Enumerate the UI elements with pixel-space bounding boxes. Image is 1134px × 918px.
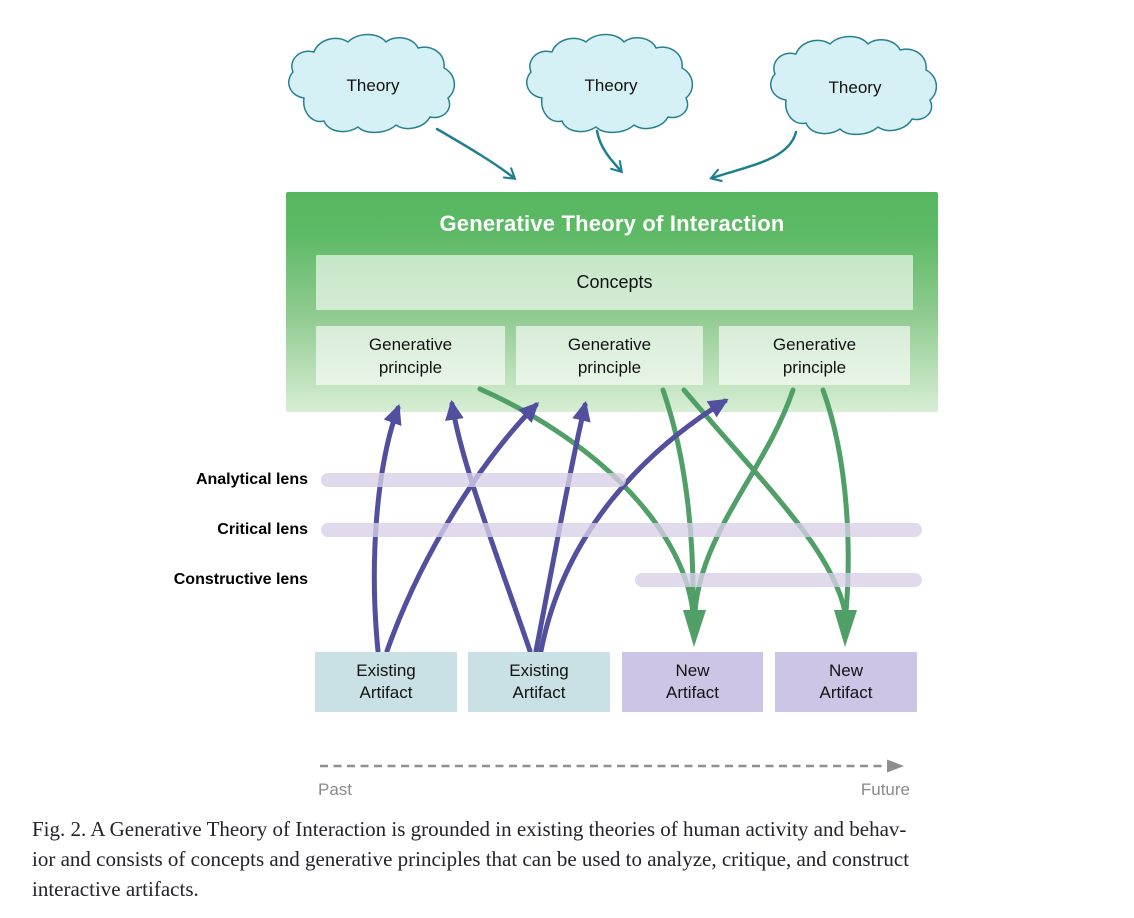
existing-artifact-1-line2: Artifact <box>359 683 413 702</box>
construct-arrowhead-na2 <box>834 610 857 647</box>
analytical-lens-bar <box>321 473 626 487</box>
construct-arrow-gp1-na1 <box>477 386 696 615</box>
theory-cloud-2-label: Theory <box>584 76 638 95</box>
critical-lens-label: Critical lens <box>217 521 308 538</box>
existing-artifact-2: Existing Artifact <box>468 652 610 712</box>
theory-cloud-1-label: Theory <box>346 76 400 95</box>
construct-arrow-gp2-na1 <box>660 387 696 615</box>
timeline-future-label: Future <box>860 780 910 799</box>
new-artifact-2-line1: New <box>828 661 863 680</box>
theory-cloud-3-label: Theory <box>828 78 882 97</box>
generative-theory-title: Generative Theory of Interaction <box>439 211 785 236</box>
construct-arrow-gp3-na2 <box>820 387 851 615</box>
existing-artifact-1: Existing Artifact <box>315 652 457 712</box>
analyze-arrow-ea2-gp2 <box>533 400 591 654</box>
timeline-past-label: Past <box>318 780 353 799</box>
concepts-label: Concepts <box>576 272 653 292</box>
new-artifact-1-line2: Artifact <box>666 683 719 702</box>
new-artifact-2-line2: Artifact <box>819 683 873 702</box>
construct-arrow-gp3-na1 <box>692 387 796 615</box>
theory-arrow-1 <box>435 127 517 180</box>
new-artifact-1-line1: New <box>675 661 710 680</box>
figure-caption: Fig. 2. A Generative Theory of Interacti… <box>32 814 1118 904</box>
existing-artifact-2-line2: Artifact <box>512 683 566 702</box>
analyze-arrow-ea2-gp1 <box>445 399 533 654</box>
construct-arrowhead-na1 <box>683 610 706 647</box>
caption-line-1: Fig. 2. A Generative Theory of Interacti… <box>32 817 907 841</box>
concepts-panel: Concepts <box>316 255 913 310</box>
construct-arrow-gp2-na2 <box>681 387 848 615</box>
existing-artifact-2-line1: Existing <box>509 661 569 680</box>
new-artifact-2: New Artifact <box>775 652 917 712</box>
new-artifact-1: New Artifact <box>622 652 763 712</box>
caption-line-3: interactive artifacts. <box>32 877 199 901</box>
theory-arrow-3 <box>709 130 798 183</box>
constructive-lens-label: Constructive lens <box>173 571 308 588</box>
analyze-arrow-ea1-gp1 <box>371 404 402 654</box>
timeline-arrowhead <box>887 759 904 773</box>
critical-lens-bar <box>321 523 922 537</box>
constructive-lens-bar <box>635 573 922 587</box>
analytical-lens-label: Analytical lens <box>195 471 308 488</box>
analyze-arrow-ea1-gp2 <box>384 402 539 654</box>
caption-line-2: ior and consists of concepts and generat… <box>32 847 910 871</box>
existing-artifact-1-line1: Existing <box>356 661 416 680</box>
analyze-arrow-ea2-gp3 <box>538 398 729 654</box>
theory-arrow-2 <box>595 129 624 174</box>
